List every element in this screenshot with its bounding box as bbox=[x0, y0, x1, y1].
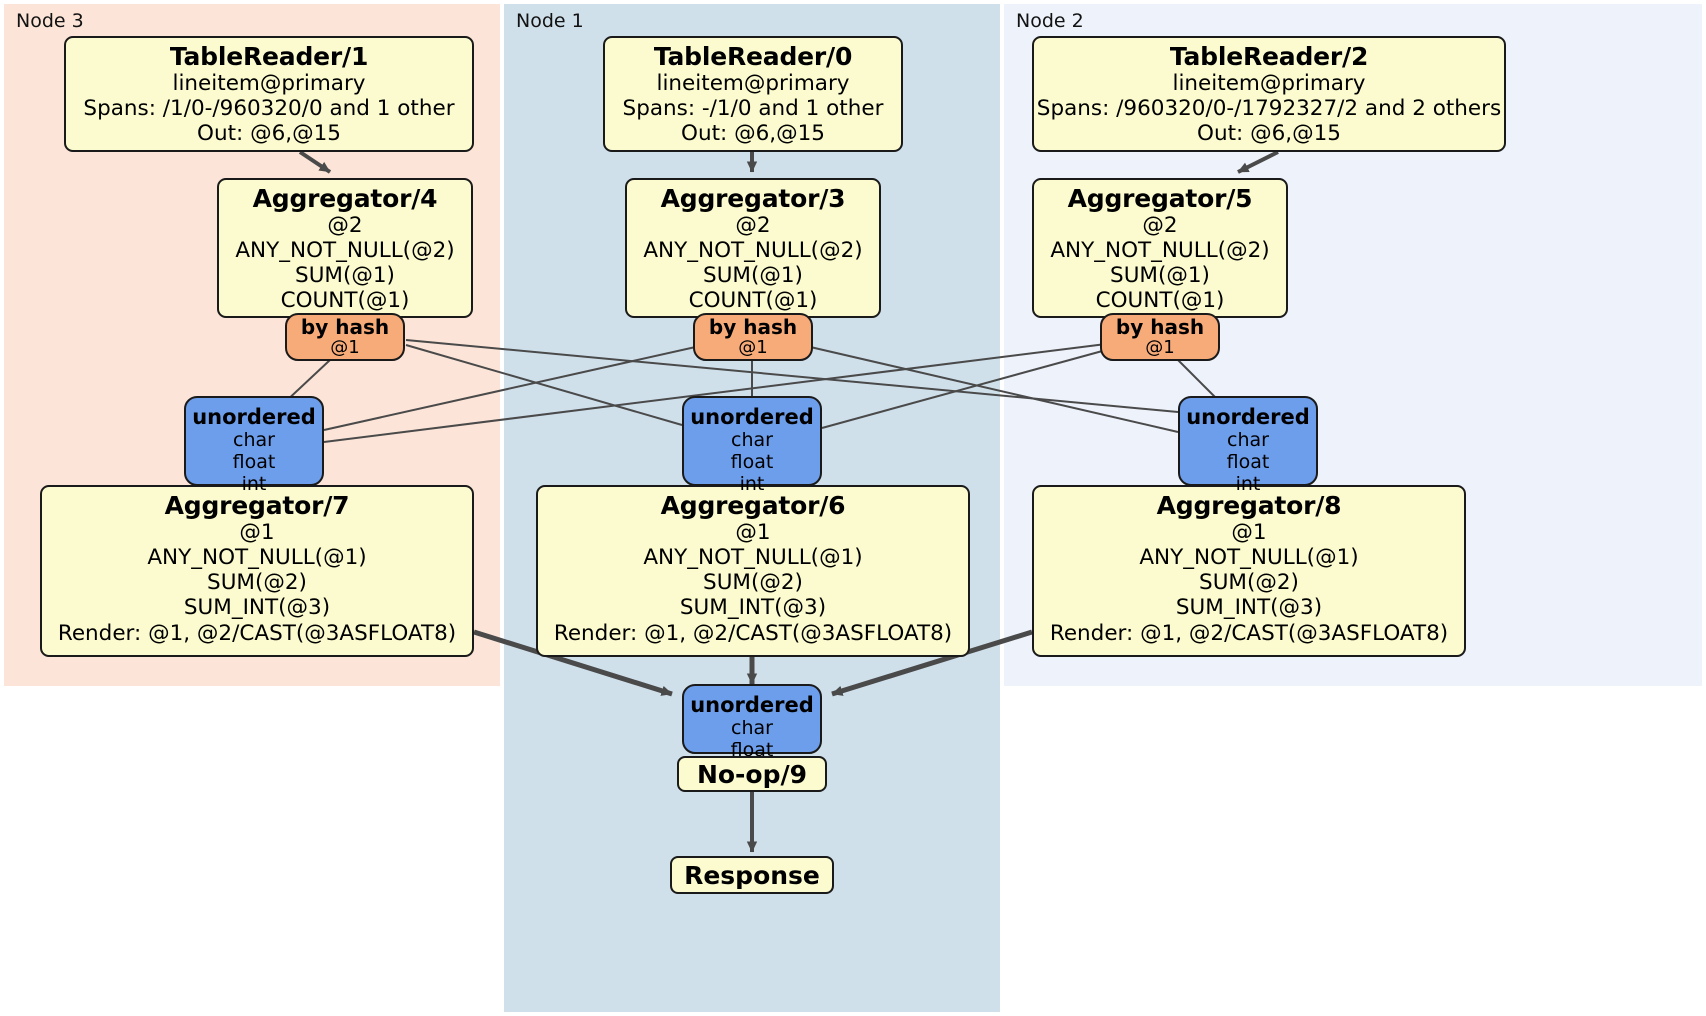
receiver-type: char bbox=[731, 429, 773, 452]
processor-detail-line: SUM(@2) bbox=[703, 570, 803, 596]
processor-detail-line: COUNT(@1) bbox=[1095, 288, 1225, 314]
processor-tablereader-1[interactable]: TableReader/1 lineitem@primary Spans: /1… bbox=[64, 36, 474, 152]
router-column: @1 bbox=[1145, 336, 1175, 358]
processor-detail-line: ANY_NOT_NULL(@1) bbox=[643, 545, 863, 571]
receiver-title: unordered bbox=[192, 405, 316, 429]
processor-title: Aggregator/7 bbox=[164, 491, 350, 520]
processor-detail-line: @1 bbox=[239, 520, 275, 545]
router-by-hash-node3[interactable]: by hash @1 bbox=[285, 313, 405, 361]
receiver-type: float bbox=[730, 451, 774, 474]
processor-detail-line: @2 bbox=[327, 213, 363, 238]
processor-detail-line: SUM(@1) bbox=[1110, 263, 1210, 289]
processor-aggregator-7[interactable]: Aggregator/7 @1 ANY_NOT_NULL(@1) SUM(@2)… bbox=[40, 485, 474, 657]
processor-title: TableReader/0 bbox=[653, 42, 853, 71]
processor-detail-line: ANY_NOT_NULL(@2) bbox=[235, 238, 455, 264]
processor-detail-line: @2 bbox=[735, 213, 771, 238]
processor-detail-line: Out: @6,@15 bbox=[197, 121, 341, 147]
processor-render-line: Render: @1, @2/CAST(@3ASFLOAT8) bbox=[1049, 620, 1449, 646]
processor-detail-line: lineitem@primary bbox=[656, 71, 850, 96]
processor-aggregator-4[interactable]: Aggregator/4 @2 ANY_NOT_NULL(@2) SUM(@1)… bbox=[217, 178, 473, 318]
receiver-type: float bbox=[1226, 451, 1270, 474]
processor-detail-line: ANY_NOT_NULL(@2) bbox=[1050, 238, 1270, 264]
processor-title: Aggregator/3 bbox=[660, 184, 846, 213]
processor-tablereader-0[interactable]: TableReader/0 lineitem@primary Spans: -/… bbox=[603, 36, 903, 152]
processor-aggregator-3[interactable]: Aggregator/3 @2 ANY_NOT_NULL(@2) SUM(@1)… bbox=[625, 178, 881, 318]
processor-aggregator-6[interactable]: Aggregator/6 @1 ANY_NOT_NULL(@1) SUM(@2)… bbox=[536, 485, 970, 657]
router-column: @1 bbox=[330, 336, 360, 358]
processor-detail-line: SUM(@2) bbox=[1199, 570, 1299, 596]
processor-detail-line: SUM_INT(@3) bbox=[183, 595, 331, 621]
processor-detail-line: ANY_NOT_NULL(@1) bbox=[147, 545, 367, 571]
response-label: Response bbox=[684, 860, 820, 890]
processor-detail-line: COUNT(@1) bbox=[280, 288, 410, 314]
processor-detail-line: Out: @6,@15 bbox=[681, 121, 825, 147]
receiver-unordered-node2[interactable]: unordered char float int bbox=[1178, 396, 1318, 495]
receiver-type: char bbox=[731, 717, 773, 740]
receiver-type: float bbox=[730, 739, 774, 762]
node-panel-label-node1: Node 1 bbox=[516, 10, 584, 32]
response-node[interactable]: Response bbox=[670, 856, 834, 894]
processor-detail-line: SUM_INT(@3) bbox=[679, 595, 827, 621]
receiver-type: float bbox=[232, 451, 276, 474]
processor-title: Aggregator/4 bbox=[252, 184, 438, 213]
router-title: by hash bbox=[300, 314, 390, 339]
router-by-hash-node1[interactable]: by hash @1 bbox=[693, 313, 813, 361]
receiver-title: unordered bbox=[690, 405, 814, 429]
processor-detail-line: @2 bbox=[1142, 213, 1178, 238]
processor-detail-line: Out: @6,@15 bbox=[1197, 121, 1341, 147]
processor-detail-line: Spans: /960320/0-/1792327/2 and 2 others bbox=[1036, 96, 1502, 122]
noop-label: No-op/9 bbox=[696, 759, 808, 789]
processor-title: Aggregator/8 bbox=[1156, 491, 1342, 520]
processor-aggregator-8[interactable]: Aggregator/8 @1 ANY_NOT_NULL(@1) SUM(@2)… bbox=[1032, 485, 1466, 657]
processor-detail-line: @1 bbox=[735, 520, 771, 545]
processor-noop-9[interactable]: No-op/9 bbox=[677, 756, 827, 792]
receiver-unordered-final[interactable]: unordered char float bbox=[682, 684, 822, 761]
processor-tablereader-2[interactable]: TableReader/2 lineitem@primary Spans: /9… bbox=[1032, 36, 1506, 152]
receiver-type: char bbox=[1227, 429, 1269, 452]
receiver-title: unordered bbox=[1186, 405, 1310, 429]
processor-title: TableReader/2 bbox=[1169, 42, 1369, 71]
processor-render-line: Render: @1, @2/CAST(@3ASFLOAT8) bbox=[57, 620, 457, 646]
processor-detail-line: Spans: /1/0-/960320/0 and 1 other bbox=[83, 96, 455, 122]
router-column: @1 bbox=[738, 336, 768, 358]
receiver-type: int bbox=[241, 473, 267, 496]
processor-detail-line: lineitem@primary bbox=[172, 71, 366, 96]
node-panel-label-node3: Node 3 bbox=[16, 10, 84, 32]
processor-detail-line: @1 bbox=[1231, 520, 1267, 545]
processor-detail-line: ANY_NOT_NULL(@2) bbox=[643, 238, 863, 264]
processor-render-line: Render: @1, @2/CAST(@3ASFLOAT8) bbox=[553, 620, 953, 646]
processor-detail-line: Spans: -/1/0 and 1 other bbox=[622, 96, 884, 122]
receiver-unordered-node1[interactable]: unordered char float int bbox=[682, 396, 822, 495]
processor-title: Aggregator/5 bbox=[1067, 184, 1253, 213]
processor-aggregator-5[interactable]: Aggregator/5 @2 ANY_NOT_NULL(@2) SUM(@1)… bbox=[1032, 178, 1288, 318]
processor-title: TableReader/1 bbox=[169, 42, 369, 71]
processor-detail-line: SUM(@1) bbox=[295, 263, 395, 289]
processor-detail-line: SUM(@2) bbox=[207, 570, 307, 596]
receiver-type: int bbox=[739, 473, 765, 496]
node-panel-label-node2: Node 2 bbox=[1016, 10, 1084, 32]
receiver-type: int bbox=[1235, 473, 1261, 496]
processor-detail-line: SUM(@1) bbox=[703, 263, 803, 289]
receiver-unordered-node3[interactable]: unordered char float int bbox=[184, 396, 324, 495]
processor-title: Aggregator/6 bbox=[660, 491, 846, 520]
router-by-hash-node2[interactable]: by hash @1 bbox=[1100, 313, 1220, 361]
receiver-type: char bbox=[233, 429, 275, 452]
router-title: by hash bbox=[1115, 314, 1205, 339]
processor-detail-line: lineitem@primary bbox=[1172, 71, 1366, 96]
processor-detail-line: COUNT(@1) bbox=[688, 288, 818, 314]
router-title: by hash bbox=[708, 314, 798, 339]
processor-detail-line: SUM_INT(@3) bbox=[1175, 595, 1323, 621]
processor-detail-line: ANY_NOT_NULL(@1) bbox=[1139, 545, 1359, 571]
receiver-title: unordered bbox=[690, 693, 814, 717]
